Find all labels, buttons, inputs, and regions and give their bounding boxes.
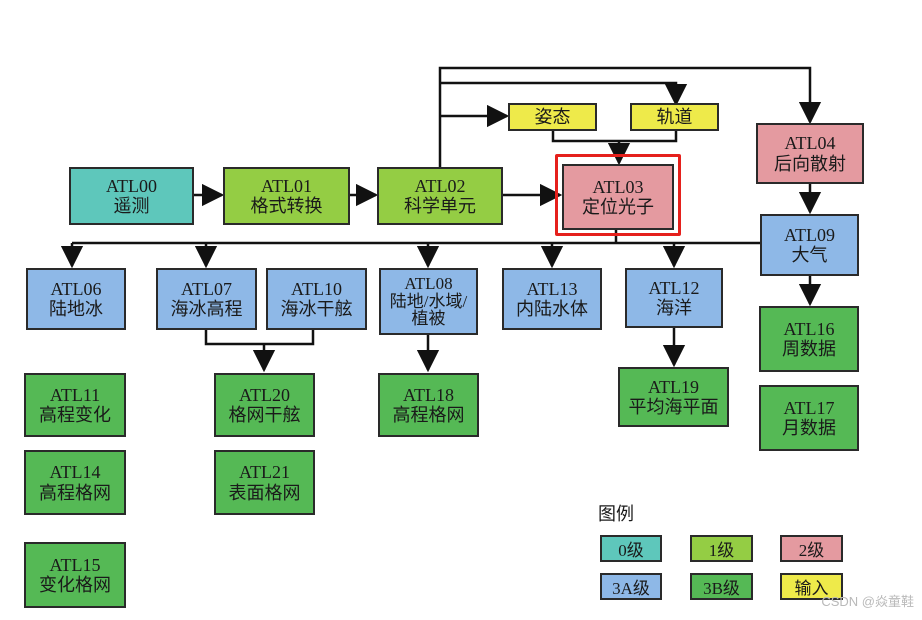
node-atl14: ATL14 高程格网 [24,450,126,515]
edge-atl07-atl20 [204,330,315,346]
node-atl18: ATL18 高程格网 [378,373,479,437]
node-atl19: ATL19 平均海平面 [618,367,729,427]
node-atl00-desc: 遥测 [113,196,150,216]
node-atl17-desc: 月数据 [782,418,836,438]
node-atl20: ATL20 格网干舷 [214,373,315,437]
node-atl19-id: ATL19 [648,376,699,397]
node-atl02: ATL02 科学单元 [377,167,503,225]
node-atl00-id: ATL00 [106,175,157,196]
node-atl03-desc: 定位光子 [582,197,654,217]
edge-attitude-atl03 [551,130,619,143]
node-atl02-id: ATL02 [414,175,466,196]
legend-item-level-0: 0级 [600,535,662,562]
edge-atl02-atl04 [438,66,822,168]
node-atl16-desc: 周数据 [782,339,836,359]
node-atl08: ATL08 陆地/水域/ 植被 [379,268,478,335]
node-atl17: ATL17 月数据 [759,385,859,451]
node-atl03: ATL03 定位光子 [562,164,674,230]
node-atl12: ATL12 海洋 [625,268,723,328]
node-atl03-id: ATL03 [592,176,644,197]
node-atl10-desc: 海冰干舷 [280,299,353,319]
node-atl13: ATL13 内陆水体 [502,268,602,330]
node-atl08-desc-2: 植被 [411,309,446,329]
node-atl01-id: ATL01 [261,175,312,196]
node-atl12-desc: 海洋 [656,298,692,318]
node-atl16-id: ATL16 [783,318,835,339]
node-atl17-id: ATL17 [783,397,835,418]
node-atl21: ATL21 表面格网 [214,450,315,515]
node-atl04-desc: 后向散射 [774,153,846,174]
node-atl01: ATL01 格式转换 [223,167,350,225]
node-atl14-id: ATL14 [49,462,101,483]
node-attitude-label: 姿态 [534,106,571,127]
node-atl11-desc: 高程变化 [39,405,111,425]
node-atl20-desc: 格网干舷 [228,405,301,425]
node-atl01-desc: 格式转换 [250,196,323,216]
node-atl18-id: ATL18 [403,384,454,405]
node-atl04-id: ATL04 [784,133,836,154]
node-atl13-id: ATL13 [526,278,578,299]
node-atl12-id: ATL12 [648,277,700,298]
node-atl11: ATL11 高程变化 [24,373,126,437]
node-atl13-desc: 内陆水体 [516,299,588,319]
legend-item-level-3a: 3A级 [600,573,662,600]
node-atl06-id: ATL06 [50,278,102,299]
edge-atl02-orbit [440,81,688,107]
legend-item-input: 输入 [780,573,843,600]
legend-item-level-3b: 3B级 [690,573,753,600]
node-atl11-id: ATL11 [49,384,101,405]
legend-item-level-1: 1级 [690,535,753,562]
node-atl07: ATL07 海冰高程 [156,268,257,330]
edge-orbit-atl03 [619,130,678,143]
node-atl09-id: ATL09 [784,224,835,245]
atl03-highlight-frame [555,154,681,236]
legend-item-level-2: 2级 [780,535,843,562]
node-atl18-desc: 高程格网 [392,405,465,425]
node-atl06: ATL06 陆地冰 [26,268,126,330]
node-atl15-id: ATL15 [49,554,101,575]
node-atl00: ATL00 遥测 [69,167,194,225]
node-atl15: ATL15 变化格网 [24,542,126,608]
node-atl06-desc: 陆地冰 [49,299,103,319]
node-atl07-desc: 海冰高程 [170,299,243,319]
node-atl15-desc: 变化格网 [39,575,111,595]
node-atl08-id: ATL08 [404,273,453,293]
watermark: CSDN @焱童鞋 [821,594,914,609]
node-atl21-id: ATL21 [239,462,290,483]
node-atl09: ATL09 大气 [760,214,859,276]
node-atl19-desc: 平均海平面 [628,397,719,417]
node-atl10: ATL10 海冰干舷 [266,268,367,330]
node-atl10-id: ATL10 [291,278,342,299]
node-atl16: ATL16 周数据 [759,306,859,372]
node-atl04: ATL04 后向散射 [756,123,864,184]
node-atl08-desc: 陆地/水域/ [389,291,468,311]
node-atl07-id: ATL07 [181,278,232,299]
node-orbit-label: 轨道 [656,106,693,127]
node-atl20-id: ATL20 [239,384,290,405]
node-orbit: 轨道 [630,103,719,131]
node-atl14-desc: 高程格网 [39,482,111,503]
node-atl09-desc: 大气 [791,245,828,265]
node-atl02-desc: 科学单元 [404,196,476,216]
node-atl21-desc: 表面格网 [228,482,301,503]
node-attitude: 姿态 [508,103,597,131]
legend-title: 图例 [598,504,634,524]
